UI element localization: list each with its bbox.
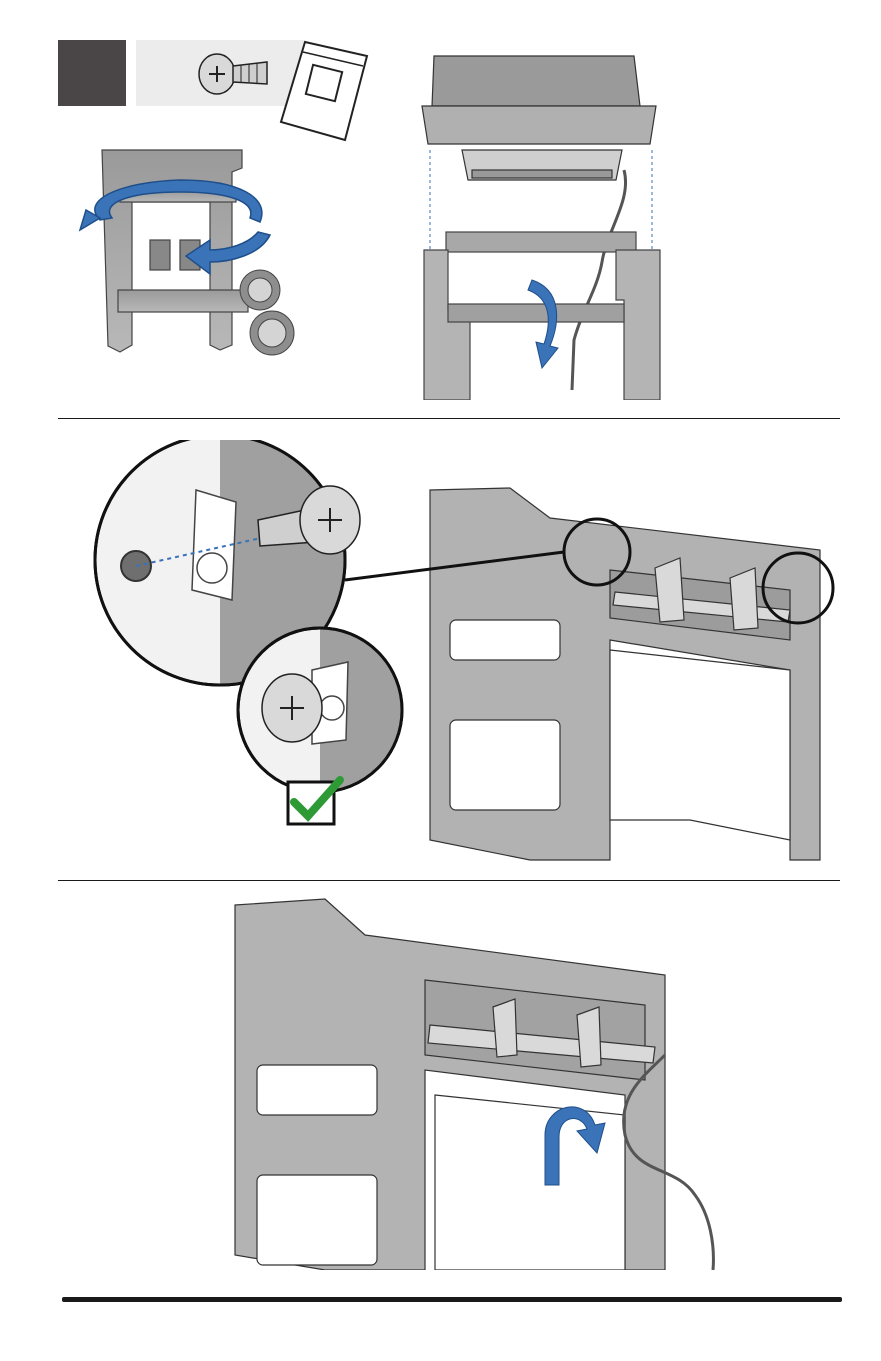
step-number-badge — [58, 40, 126, 106]
frame-drawing — [424, 232, 660, 400]
assembled-frame-drawing — [430, 488, 820, 860]
cookbox-drawing — [422, 56, 656, 180]
down-arrow-icon — [528, 280, 558, 368]
route-hose-instruction — [225, 895, 725, 1270]
section-divider — [58, 418, 840, 419]
section-divider — [58, 880, 840, 881]
cart-body-drawing — [235, 899, 665, 1270]
hardware-bag-icon — [275, 36, 375, 146]
rotate-cart-instruction — [60, 140, 320, 380]
install-screws-instruction — [90, 440, 840, 870]
checkmark-icon — [288, 780, 340, 824]
footer-rule — [62, 1297, 842, 1302]
screw-icon — [195, 44, 275, 104]
installed-detail — [238, 628, 402, 792]
lower-cookbox-instruction — [412, 50, 672, 400]
